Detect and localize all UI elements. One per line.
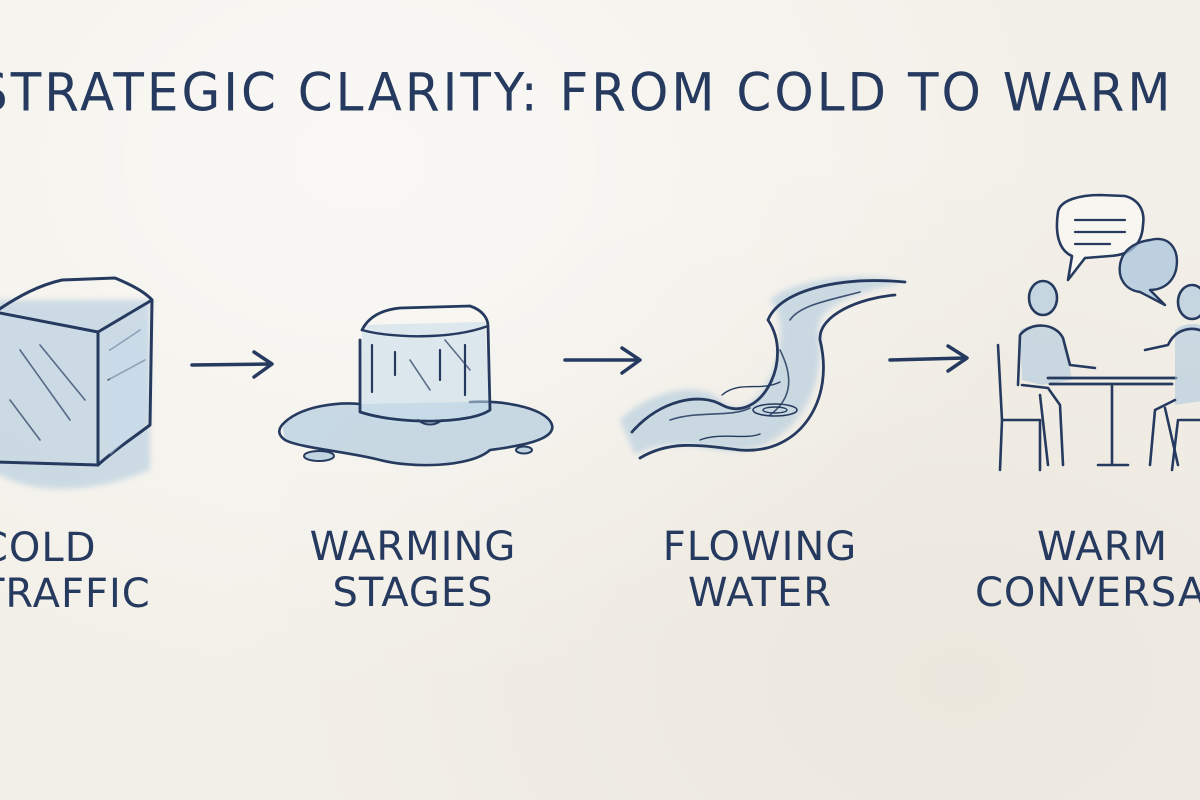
stage-label-line-2: CONVERSATION (975, 570, 1200, 616)
stage-label-line-1: WARM (1037, 524, 1169, 570)
stage-label-line-1: FLOWING (662, 524, 858, 570)
stage-label-warming-stages: WARMING STAGES (293, 524, 533, 616)
melting-ice-icon (278, 304, 554, 467)
arrow-1-icon (190, 350, 274, 379)
diagram-title: STRATEGIC CLARITY: FROM COLD TO WARM (0, 62, 1174, 123)
stage-label-flowing-water: FLOWING WATER (640, 524, 880, 616)
conversation-icon (996, 193, 1200, 472)
stage-label-line-2: TRAFFIC (0, 571, 151, 617)
stage-label-warm-conversation: WARM CONVERSATION (975, 524, 1200, 616)
river-icon (620, 276, 907, 460)
ice-cube-icon (0, 276, 154, 489)
stage-label-line-1: WARMING (309, 524, 517, 570)
arrow-3-icon (888, 344, 969, 373)
stage-label-cold-traffic: COLD TRAFFIC (0, 525, 151, 617)
stage-label-line-2: STAGES (332, 570, 494, 616)
stage-label-line-2: WATER (687, 570, 833, 616)
stage-label-line-1: COLD (0, 525, 97, 571)
arrow-2-icon (563, 346, 642, 375)
